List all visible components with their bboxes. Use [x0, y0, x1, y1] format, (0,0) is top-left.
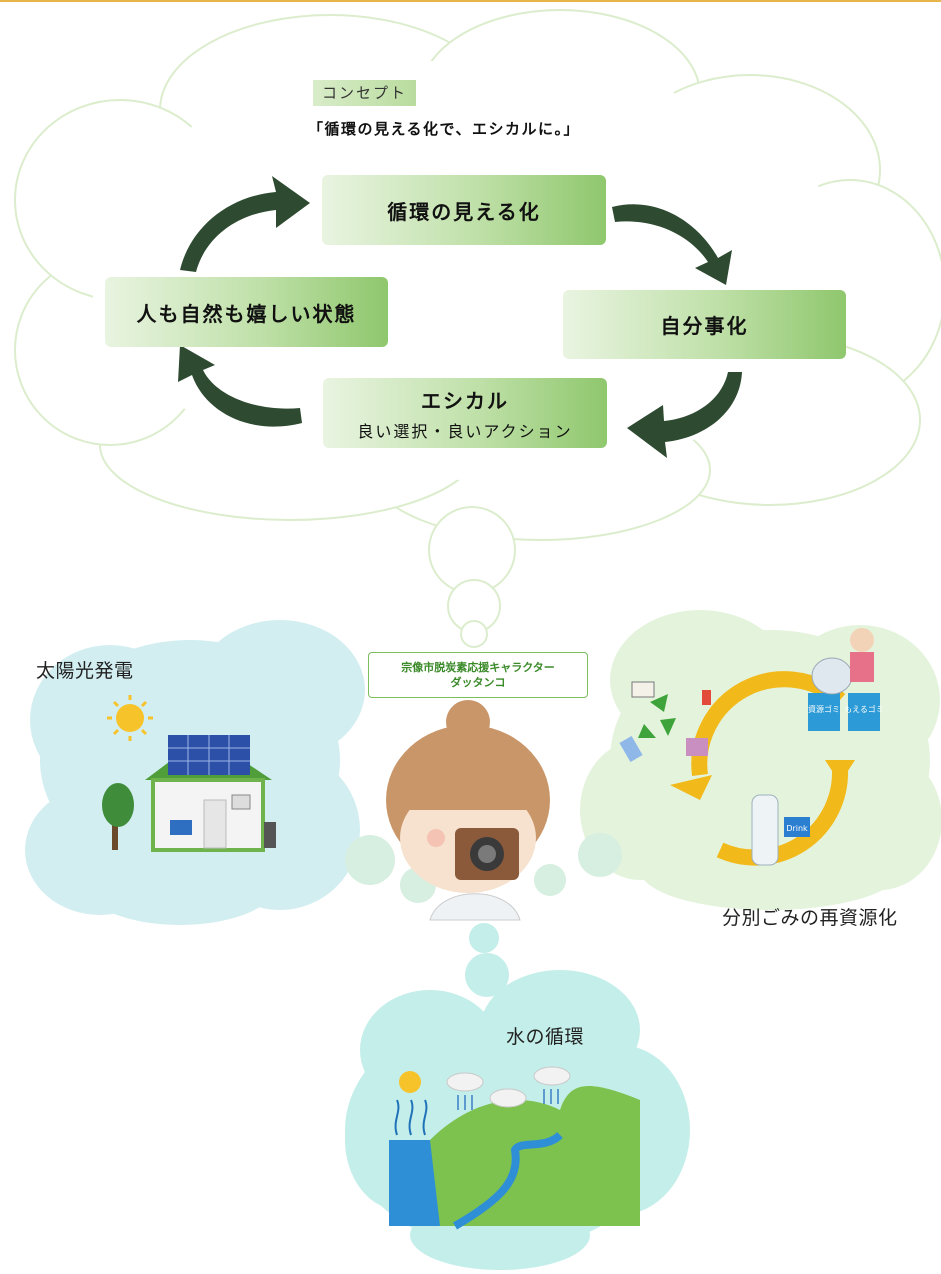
concept-tag: コンセプト [313, 80, 417, 106]
cycle-step-happy-state: 人も自然も嬉しい状態 [105, 277, 388, 347]
thought-cloud [14, 9, 941, 541]
cycle-step-ownership: 自分事化 [563, 290, 846, 359]
arrow-top-right-icon [612, 204, 732, 285]
mascot-caption: 宗像市脱炭素応援キャラクター ダッタンコ [368, 652, 588, 698]
solar-house-icon [102, 695, 276, 852]
cycle-step-ethical-label: エシカル [421, 388, 509, 413]
cycle-step-ownership-label: 自分事化 [660, 314, 749, 338]
cycle-step-happy-state-label: 人も自然も嬉しい状態 [136, 301, 357, 326]
cycle-step-visualization: 循環の見える化 [322, 175, 606, 245]
mascot-caption-line2: ダッタンコ [450, 676, 506, 689]
cycle-step-ethical: エシカル 良い選択・良いアクション [323, 378, 607, 448]
water-bubble-small [469, 923, 499, 953]
water-bubble-large [465, 953, 509, 997]
cycle-step-visualization-label: 循環の見える化 [387, 199, 541, 224]
concept-statement: 「循環の見える化で、エシカルに。」 [308, 120, 580, 138]
arrow-bottom-right-icon [627, 372, 742, 458]
mascot-bubbles [345, 833, 622, 903]
water-cycle-illustration-icon [389, 1066, 640, 1230]
arrow-bottom-left-icon [178, 345, 302, 427]
mascot-caption-line1: 宗像市脱炭素応援キャラクター [401, 661, 555, 674]
recycle-illustration-icon [619, 628, 880, 866]
solar-label: 太陽光発電 [36, 661, 134, 682]
water-label: 水の循環 [506, 1027, 585, 1048]
top-accent-line [0, 0, 941, 2]
mascot-icon [386, 700, 550, 921]
thought-bubble-small [460, 620, 488, 648]
cycle-arrows [178, 176, 742, 458]
recycle-label: 分別ごみの再資源化 [722, 908, 898, 929]
cycle-step-ethical-sublabel: 良い選択・良いアクション [357, 421, 573, 441]
arrow-top-left-icon [180, 176, 310, 272]
